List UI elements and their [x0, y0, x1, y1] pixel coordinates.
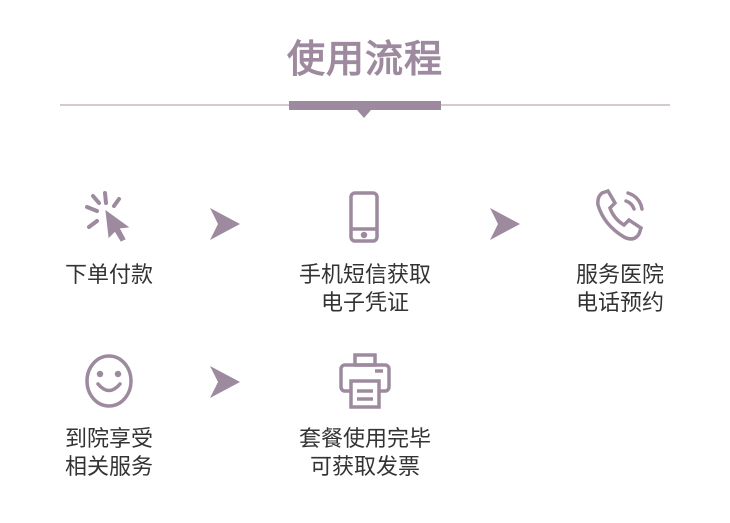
divider-accent-bar	[289, 101, 441, 110]
arrow-right-icon	[210, 208, 240, 240]
printer-icon	[265, 350, 465, 412]
step-label: 到院享受	[64, 427, 153, 452]
step-label: 手机短信获取	[298, 263, 431, 288]
phone-call-icon	[520, 186, 720, 248]
step-order-payment: 下单付款	[9, 186, 209, 290]
step-hospital-service: 到院享受相关服务	[9, 350, 209, 482]
step-hospital-appointment: 服务医院电话预约	[520, 186, 720, 318]
smiley-face-icon	[9, 350, 209, 412]
step-label-2: 电子凭证	[320, 291, 409, 316]
step-invoice: 套餐使用完毕可获取发票	[265, 350, 465, 482]
arrow-right-icon	[490, 208, 520, 240]
step-label: 服务医院	[575, 263, 664, 288]
step-sms-voucher: 手机短信获取电子凭证	[265, 186, 465, 318]
step-label: 套餐使用完毕	[298, 427, 431, 452]
divider-pointer	[357, 110, 371, 118]
step-label: 下单付款	[64, 263, 153, 288]
step-label-2: 相关服务	[64, 455, 153, 480]
step-label-2: 电话预约	[575, 291, 664, 316]
cursor-click-icon	[9, 186, 209, 248]
step-label-2: 可获取发票	[309, 455, 420, 480]
mobile-phone-icon	[265, 186, 465, 248]
page-title: 使用流程	[286, 36, 443, 81]
arrow-right-icon	[210, 366, 240, 398]
